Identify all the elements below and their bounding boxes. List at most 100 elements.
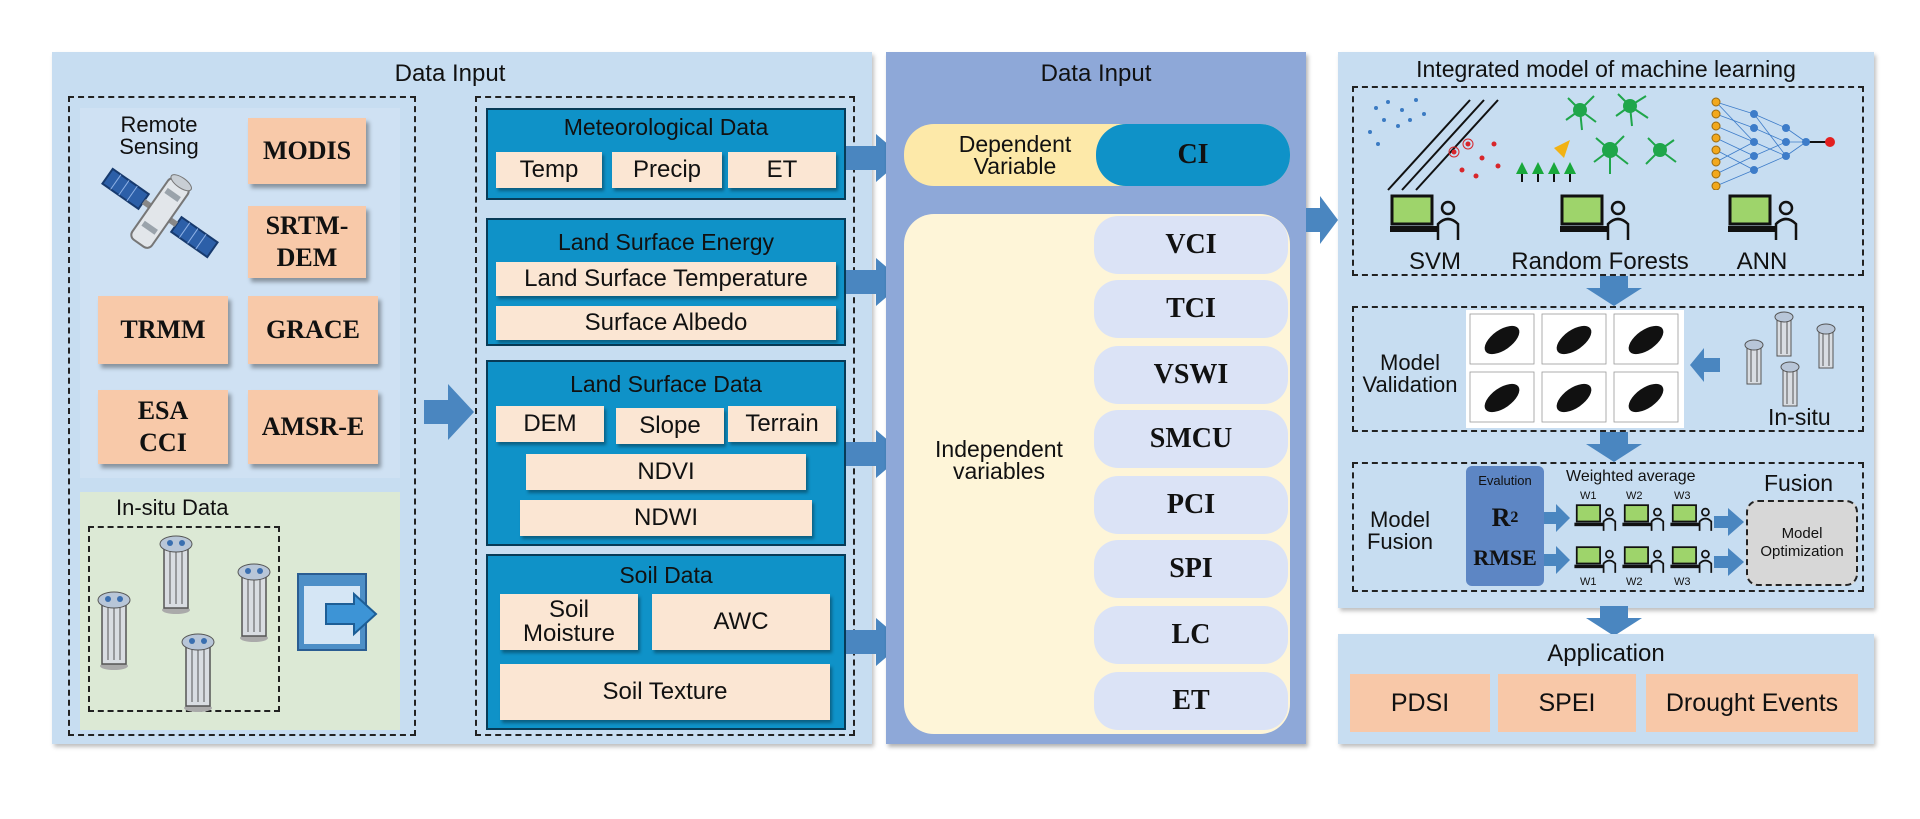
middle-panel-title: Data Input [1040,60,1152,87]
variable-lc: LC [1094,606,1288,664]
arrow-right-icon [1544,504,1570,532]
item-land-surface-temperature: Land Surface Temperature [496,262,836,296]
groups-dashed-box [475,96,855,736]
fusion-dashed-box [1352,462,1864,592]
sources-dashed-box [68,96,416,736]
user-computer-icon [1728,194,1798,240]
sensor-icon [159,535,193,614]
validation-scatter-plots [1466,310,1684,428]
variable-tci: TCI [1094,280,1288,338]
item-ndvi: NDVI [526,454,806,490]
item-temp: Temp [496,152,602,188]
user-computer-icon [1670,546,1713,573]
insitu-data-label: In-situ Data [116,495,229,520]
application-item-spei: SPEI [1498,674,1636,732]
source-trmm: TRMM [98,296,228,364]
item-soil-moisture: Soil Moisture [500,594,638,650]
arrow-right-icon [1544,546,1570,574]
item-awc: AWC [652,594,830,650]
variable-vswi: VSWI [1094,346,1288,404]
dependent-variable-label: Dependent Variable [958,131,1072,179]
sensor-icon [1774,311,1794,357]
remote-sensing-label: Remote Sensing [119,112,199,159]
sensor-icon [1780,361,1800,407]
user-computer-icon [1560,194,1630,240]
left-panel-title: Data Input [394,60,506,87]
arrow-down-icon [1586,606,1642,636]
sensor-icon [1816,323,1836,369]
arrow-left-icon [1690,348,1720,382]
source-grace: GRACE [248,296,378,364]
source-esa-cci: ESA CCI [98,390,228,464]
model-validation-label: Model Validation [1362,350,1458,397]
arrow-down-icon [1586,432,1642,462]
svm-scatter-icon [1368,98,1501,191]
neural-network-icon [1711,97,1835,190]
item-terrain: Terrain [728,406,836,442]
item-et: ET [728,152,836,188]
model-ann-label: ANN [1736,248,1788,275]
sensor-icon [97,591,131,670]
item-slope: Slope [616,408,724,444]
variable-vci: VCI [1094,216,1288,274]
variable-smcu: SMCU [1094,410,1288,468]
sensor-icon [1744,339,1764,385]
source-modis: MODIS [248,118,366,184]
source-srtm-dem: SRTM- DEM [248,206,366,278]
group-surface-title: Land Surface Data [570,371,762,397]
user-computer-icon [1622,546,1665,573]
weight-label-w1: W1 [1580,490,1597,502]
item-surface-albedo: Surface Albedo [496,306,836,340]
satellite-icon [101,167,219,259]
weight-label-w2: W2 [1626,490,1643,502]
variable-spi: SPI [1094,540,1288,598]
dependent-value-ci: CI [1096,124,1290,186]
model-svm-label: SVM [1408,248,1461,275]
metric-rmse: RMSE [1473,545,1537,570]
validation-dashed-box [1352,306,1864,432]
item-ndwi: NDWI [520,500,812,536]
item-dem: DEM [496,406,604,442]
sensor-icon [237,563,271,642]
arrow-right-icon [1714,548,1744,576]
user-computer-icon [1622,504,1665,531]
weighted-average-label: Weighted average [1566,468,1696,485]
fusion-title: Fusion [1764,470,1834,496]
user-computer-icon [1574,504,1617,531]
user-computer-icon [1670,504,1713,531]
item-soil-texture: Soil Texture [500,664,830,720]
variable-pci: PCI [1094,476,1288,534]
user-computer-icon [1574,546,1617,573]
models-dashed-box [1352,86,1864,276]
weight-label-w3: W3 [1674,576,1691,588]
ml-panel-title: Integrated model of machine learning [1416,56,1796,82]
model-fusion-label: Model Fusion [1366,507,1434,554]
weight-label-w3: W3 [1674,490,1691,502]
group-energy-title: Land Surface Energy [557,229,775,255]
arrow-right-icon [424,384,474,440]
user-computer-icon [1390,194,1460,240]
data-import-icon [297,573,378,651]
metric-r2-sup: 2 [1510,509,1519,526]
weight-label-w2: W2 [1626,576,1643,588]
group-soil-title: Soil Data [619,562,713,588]
source-amsr-e: AMSR-E [248,390,378,464]
evaluation-label: Evalution [1478,472,1532,488]
arrow-down-icon [1586,276,1642,306]
insitu-label: In-situ [1768,404,1831,430]
independent-variables-label: Independent variables [935,436,1063,484]
insitu-dashed-box [88,526,280,712]
sensor-icon [181,633,215,712]
group-meteorological-title: Meteorological Data [563,114,769,140]
random-forest-icon [1516,93,1677,182]
arrow-right-icon [1306,196,1338,244]
evaluation-box [1466,466,1544,586]
application-item-pdsi: PDSI [1350,674,1490,732]
variable-et: ET [1094,672,1288,730]
weight-label-w1: W1 [1580,576,1597,588]
application-title: Application [1547,640,1665,667]
model-random-forests-label: Random Forests [1511,248,1689,275]
arrow-right-icon [1714,508,1744,536]
item-precip: Precip [612,152,722,188]
